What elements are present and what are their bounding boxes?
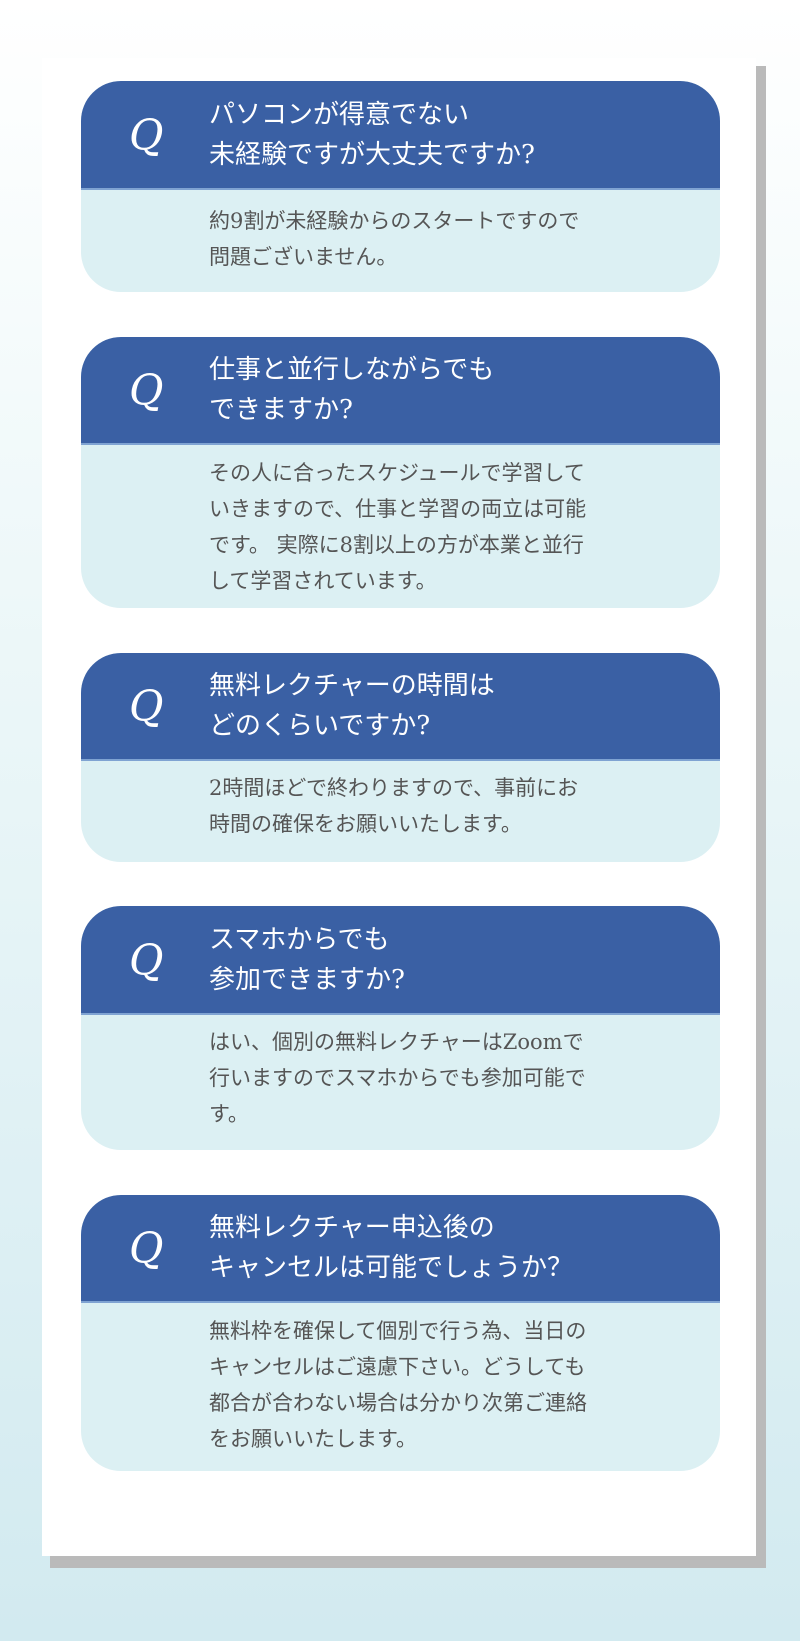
faq-question: Q パソコンが得意でない 未経験ですが大丈夫ですか? [81,81,720,190]
faq-question: Q 仕事と並行しながらでも できますか? [81,337,720,445]
answer-text: その人に合ったスケジュールで学習して いきますので、仕事と学習の両立は可能 です… [209,461,587,593]
faq-item: Q 仕事と並行しながらでも できますか? その人に合ったスケジュールで学習して … [81,337,720,608]
question-text: スマホからでも 参加できますか? [209,924,405,995]
q-icon: Q [129,1223,164,1273]
faq-question: Q 無料レクチャー申込後の キャンセルは可能でしょうか？ [81,1195,720,1303]
question-text: パソコンが得意でない 未経験ですが大丈夫ですか? [209,99,535,170]
q-icon: Q [129,365,164,415]
answer-text: 無料枠を確保して個別で行う為、当日の キャンセルはご遠慮下さい。どうしても 都合… [209,1319,587,1451]
question-text: 仕事と並行しながらでも できますか? [209,355,495,425]
question-text: 無料レクチャー申込後の キャンセルは可能でしょうか？ [209,1213,574,1283]
question-text: 無料レクチャーの時間は どのくらいですか? [209,671,495,741]
faq-item: Q パソコンが得意でない 未経験ですが大丈夫ですか? 約9割が未経験からのスター… [81,81,720,292]
faq-question: Q スマホからでも 参加できますか? [81,906,720,1015]
faq-question: Q 無料レクチャーの時間は どのくらいですか? [81,653,720,761]
faq-item: Q 無料レクチャー申込後の キャンセルは可能でしょうか？ 無料枠を確保して個別で… [81,1195,720,1471]
answer-text: 2時間ほどで終わりますので、事前にお 時間の確保をお願いいたします。 [209,776,579,836]
q-icon: Q [129,681,164,731]
answer-text: はい、個別の無料レクチャーはZoomで 行いますのでスマホからでも参加可能で す… [209,1030,586,1126]
q-icon: Q [129,935,164,984]
faq-item: Q 無料レクチャーの時間は どのくらいですか? 2時間ほどで終わりますので、事前… [81,653,720,862]
answer-text: 約9割が未経験からのスタートですので 問題ございません。 [209,209,580,269]
faq-item: Q スマホからでも 参加できますか? はい、個別の無料レクチャーはZoomで 行… [81,906,720,1150]
q-icon: Q [129,110,164,159]
